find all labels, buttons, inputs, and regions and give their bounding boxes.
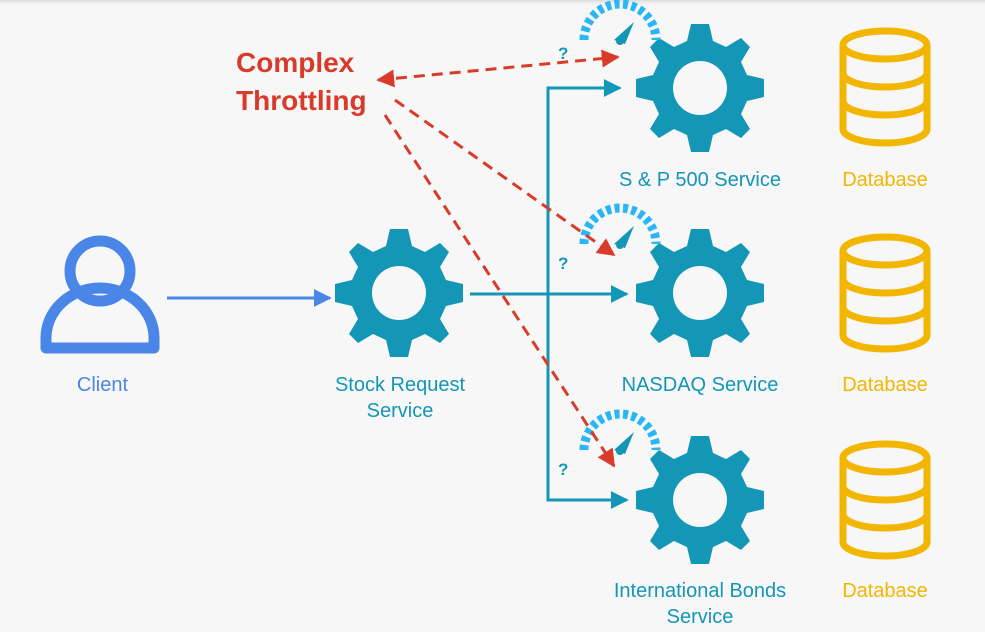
stock-request-gear-icon xyxy=(335,229,463,357)
throttling-arrows xyxy=(376,49,620,468)
nasdaq-database-icon xyxy=(843,237,927,349)
service-fanout-lines xyxy=(470,79,629,509)
stock-request-label-line-1: Stock Request xyxy=(334,374,466,396)
sp500-service-label: S & P 500 Service xyxy=(619,169,781,191)
throttling-label: Complex Throttling xyxy=(236,44,367,120)
sp500-database-icon xyxy=(843,31,927,143)
sp500-question-mark: ? xyxy=(558,44,569,63)
person-icon xyxy=(40,235,160,354)
intl-bonds-question-mark: ? xyxy=(558,460,569,479)
intl-bonds-database-label: Database xyxy=(842,580,928,602)
sp500-gear-icon xyxy=(636,24,764,152)
nasdaq-gauge-icon xyxy=(584,208,656,249)
intl-bonds-database-icon xyxy=(843,444,927,556)
sp500-gauge-icon xyxy=(584,4,656,45)
stock-request-label: Stock Request Service xyxy=(310,372,490,424)
intl-bonds-gear-icon xyxy=(636,436,764,564)
nasdaq-gear-icon xyxy=(636,229,764,357)
intl-bonds-label-line-1: International Bonds xyxy=(613,580,787,602)
sp500-database-label: Database xyxy=(842,169,928,191)
intl-bonds-service-label: International Bonds Service xyxy=(590,578,810,630)
client-label: Client xyxy=(76,374,129,396)
nasdaq-service-label: NASDAQ Service xyxy=(621,374,779,396)
nasdaq-question-mark: ? xyxy=(558,254,569,273)
nasdaq-database-label: Database xyxy=(842,374,928,396)
throttling-label-line-2: Throttling xyxy=(236,85,367,116)
throttling-label-line-1: Complex xyxy=(236,47,355,78)
intl-bonds-label-line-2: Service xyxy=(666,606,734,628)
stock-request-label-line-2: Service xyxy=(366,400,434,422)
